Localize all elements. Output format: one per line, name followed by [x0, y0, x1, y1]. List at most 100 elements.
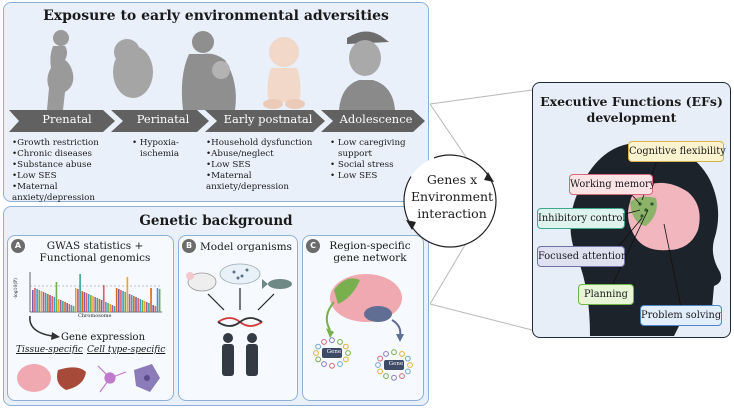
cell-type-specific-label: Cell type-specific	[87, 345, 166, 355]
ef-working-memory: Working memory	[569, 174, 655, 195]
manhattan-mark	[81, 291, 84, 312]
manhattan-mark	[156, 288, 159, 312]
manhattan-mark	[158, 289, 161, 312]
network-node	[407, 362, 413, 368]
manhattan-mark	[92, 296, 94, 312]
manhattan-mark	[36, 289, 38, 312]
manhattan-mark	[120, 290, 122, 312]
manhattan-mark	[34, 288, 36, 312]
timeline-arrows	[9, 110, 425, 132]
network-node	[404, 368, 411, 375]
cell-icon	[134, 364, 160, 392]
genetic-title: Genetic background	[139, 213, 293, 229]
network-node	[377, 368, 384, 375]
mother-baby-illustration	[181, 31, 236, 110]
manhattan-mark	[107, 303, 109, 312]
manhattan-mark	[133, 296, 135, 312]
curved-arrow	[29, 315, 60, 340]
stage-label-prenatal: Prenatal	[42, 112, 92, 126]
panel-letter-c: C	[306, 239, 320, 253]
network-node	[377, 355, 384, 362]
manhattan-mark	[77, 289, 79, 312]
network-node	[337, 361, 343, 367]
manhattan-mark	[40, 291, 43, 312]
list-item: Household dysfunction	[206, 138, 326, 149]
humans-icon	[222, 333, 258, 376]
manhattan-mark	[96, 298, 99, 312]
manhattan-mark	[130, 295, 133, 312]
stage-label-adolescence: Adolescence	[339, 112, 413, 126]
network-node	[345, 350, 351, 356]
model-organisms-title: Model organisms	[200, 241, 292, 253]
neuron-icon	[97, 365, 127, 393]
list-item: Growth restriction	[12, 138, 137, 149]
list-item: ischemia	[140, 149, 180, 160]
panel-letter-a: A	[11, 239, 25, 253]
manhattan-mark	[115, 288, 118, 312]
manhattan-mark	[102, 285, 105, 312]
network-node	[375, 362, 381, 368]
manhattan-mark	[150, 288, 152, 312]
ef-cognitive-flexibility: Cognitive flexibility	[628, 141, 726, 162]
manhattan-mark	[64, 302, 66, 312]
network-node	[313, 350, 319, 356]
manhattan-plot	[29, 272, 162, 313]
manhattan-mark	[47, 294, 49, 312]
exposure-title: Exposure to early environmental adversit…	[43, 8, 389, 24]
manhattan-mark	[145, 302, 148, 312]
ef-problem-solving: Problem solving	[640, 305, 722, 326]
model-organisms-illustration	[186, 263, 292, 376]
manhattan-mark	[122, 291, 124, 312]
manhattan-mark	[85, 293, 88, 312]
manhattan-x-label: Chromosome	[78, 313, 112, 319]
stage-label-early-postnatal: Early postnatal	[223, 112, 313, 126]
brain-icon	[17, 364, 51, 392]
liver-icon	[57, 367, 86, 390]
network-node	[315, 343, 322, 350]
stage-arrow-early-postnatal	[205, 110, 325, 132]
list-item: Low SES	[337, 171, 378, 182]
perinatal-list: • Hypoxia- ischemia	[132, 138, 202, 160]
manhattan-mark	[49, 295, 51, 312]
gene-label-right: Gene	[388, 361, 404, 367]
list-item: support	[338, 149, 373, 160]
fish-icon	[262, 279, 292, 289]
manhattan-mark	[87, 294, 90, 312]
manhattan-mark	[75, 288, 77, 312]
interaction-label: Genes x Environment interaction	[410, 172, 494, 221]
panel-letter-b: B	[182, 239, 196, 253]
manhattan-mark	[154, 306, 157, 312]
manhattan-mark	[111, 305, 114, 312]
manhattan-mark	[98, 299, 101, 312]
interaction-circle	[403, 154, 497, 248]
network-node	[383, 351, 389, 357]
manhattan-mark	[51, 296, 53, 312]
network-node	[329, 362, 335, 369]
manhattan-mark	[72, 306, 75, 312]
manhattan-mark	[135, 297, 137, 312]
ef-planning: Planning	[578, 284, 634, 305]
network-node	[342, 343, 349, 350]
manhattan-mark	[137, 298, 139, 312]
tissue-illustrations	[17, 364, 160, 393]
manhattan-mark	[70, 305, 73, 312]
network-node	[391, 374, 397, 381]
ef-inhibitory-control: Inhibitory control	[537, 208, 626, 229]
network-node	[342, 356, 349, 363]
manhattan-mark	[139, 299, 142, 312]
manhattan-mark	[100, 300, 103, 312]
list-item: Maternal anxiety/depression	[206, 171, 326, 193]
network-node	[399, 351, 405, 357]
manhattan-mark	[105, 302, 107, 312]
network-node	[321, 339, 327, 345]
gwas-title: GWAS statistics + Functional genomics	[39, 240, 151, 264]
manhattan-mark	[38, 290, 41, 312]
manhattan-mark	[126, 277, 129, 312]
dna-icon	[217, 317, 263, 327]
mouse-icon	[186, 272, 217, 292]
manhattan-mark	[57, 299, 60, 312]
adolescence-list: • Low caregiving support • Social stress…	[330, 138, 426, 182]
network-node	[337, 339, 343, 345]
network-node	[391, 349, 397, 356]
